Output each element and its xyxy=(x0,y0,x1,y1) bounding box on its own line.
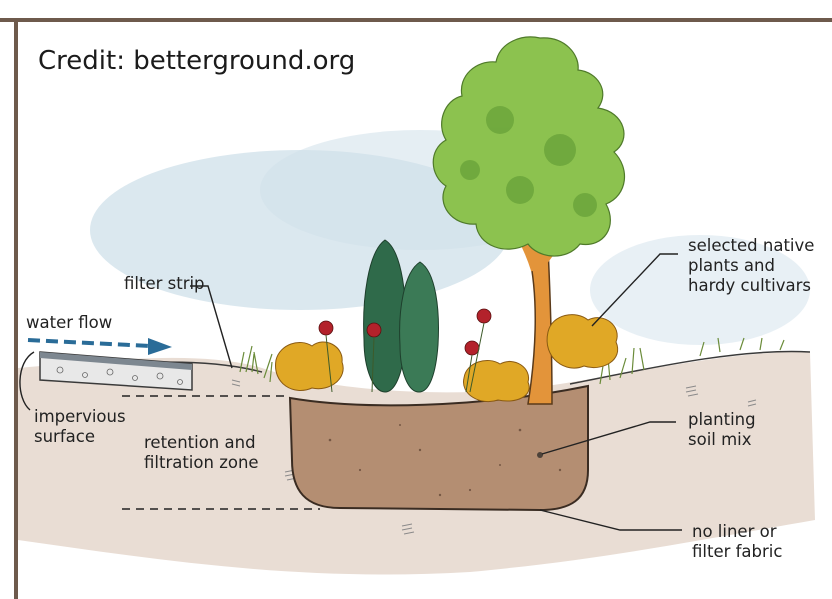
label-liner-line1: no liner or xyxy=(692,523,776,541)
label-impervious-line1: impervious xyxy=(34,408,126,426)
label-native-line3: hardy cultivars xyxy=(688,277,811,295)
label-native-line1: selected native xyxy=(688,237,814,255)
label-filter-strip: filter strip xyxy=(124,275,205,293)
label-native-line2: plants and xyxy=(688,257,775,275)
label-impervious-line2: surface xyxy=(34,428,95,446)
frame-top-border xyxy=(0,18,832,22)
frame-left-border xyxy=(14,18,18,599)
label-retention-line2: filtration zone xyxy=(144,454,259,472)
label-planting-line2: soil mix xyxy=(688,431,752,449)
credit-text: Credit: betterground.org xyxy=(38,46,355,76)
label-liner-line2: filter fabric xyxy=(692,543,782,561)
label-water-flow: water flow xyxy=(26,314,112,332)
label-retention-line1: retention and xyxy=(144,434,256,452)
label-planting-line1: planting xyxy=(688,411,756,429)
